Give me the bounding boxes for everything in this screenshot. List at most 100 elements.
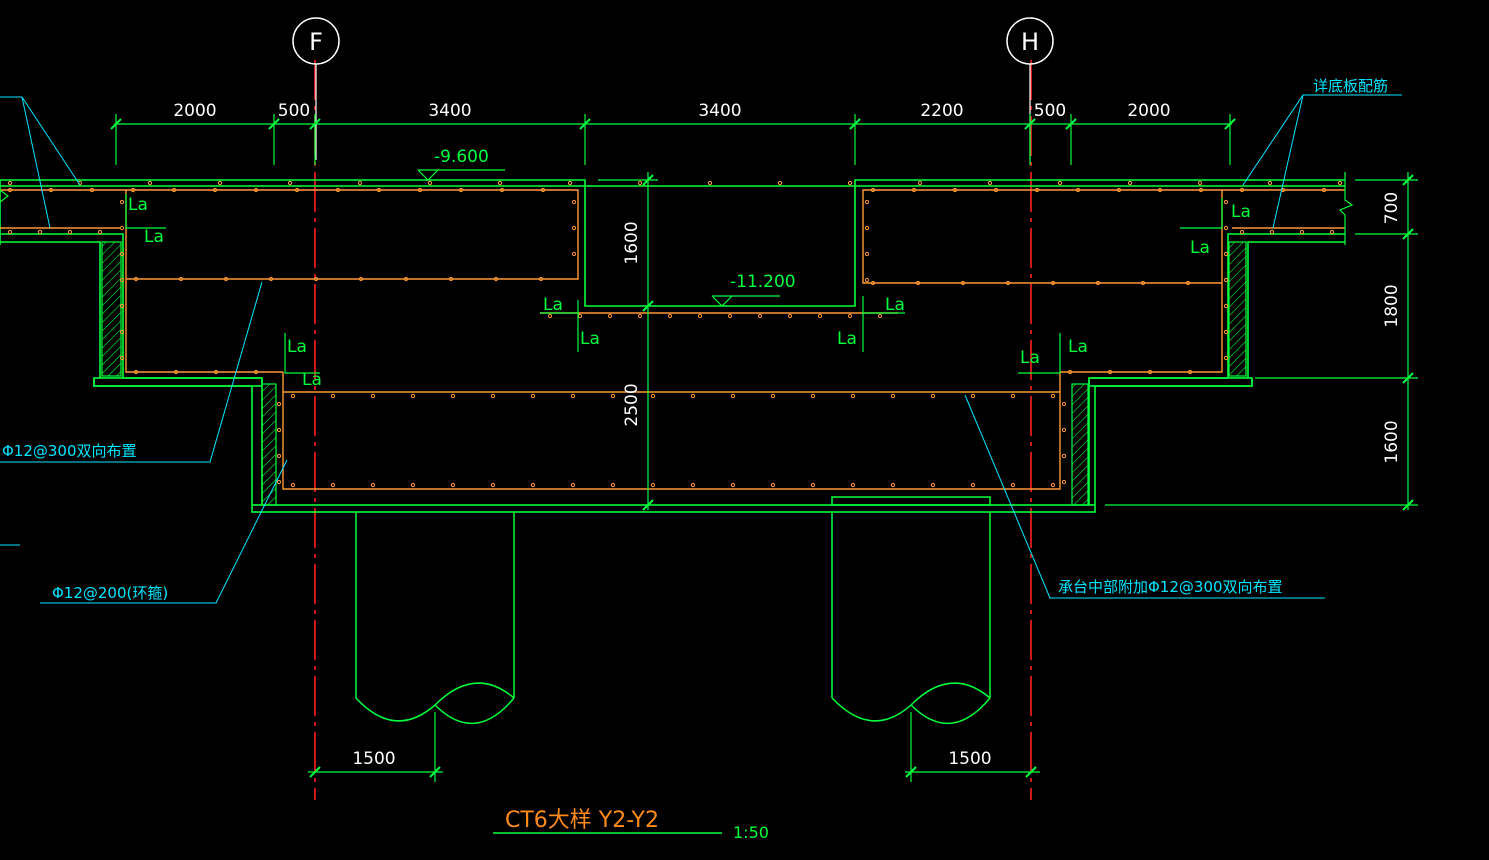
- leader-lines: [0, 94, 1402, 604]
- rebar-dot: [417, 187, 423, 193]
- rebar-dot: [253, 369, 259, 375]
- rebar-dot: [330, 393, 336, 399]
- rebar-dot: [490, 482, 496, 488]
- note-top-right: 详底板配筋: [1313, 77, 1388, 95]
- rebar-dot: [287, 180, 293, 186]
- la-label: La: [287, 337, 307, 357]
- elevation-top: -9.600: [434, 147, 489, 167]
- rebar-dot: [877, 313, 883, 319]
- rebar-dot: [1107, 369, 1113, 375]
- rebar-dot: [37, 229, 43, 235]
- rebar-dot: [1061, 401, 1067, 407]
- rebar-dot: [570, 482, 576, 488]
- rebar-dot: [119, 303, 125, 309]
- rebar-dot: [847, 180, 853, 186]
- rebar-dot: [178, 276, 184, 282]
- dim-text: 500: [278, 101, 310, 121]
- rebar-dot: [1057, 180, 1063, 186]
- rebar-dot: [890, 482, 896, 488]
- rebar-dot: [458, 187, 464, 193]
- rebar-dot: [48, 187, 54, 193]
- la-marks: [125, 194, 1223, 374]
- rebar-dot: [1223, 303, 1229, 309]
- rebar-dot: [1223, 199, 1229, 205]
- rebar-dot: [290, 393, 296, 399]
- rebar-lines: [0, 189, 1345, 490]
- drawing-title: CT6大样 Y2-Y2: [505, 808, 659, 833]
- rebar-dot: [119, 355, 125, 361]
- rebar-dot: [571, 251, 577, 257]
- dim-text: 3400: [698, 101, 741, 121]
- right-dimension-chain: [0, 172, 1418, 511]
- la-label: La: [144, 227, 164, 247]
- rebar-dot: [1075, 187, 1081, 193]
- right-dimension-texts: 700 1800 1600: [1382, 192, 1402, 464]
- axis-label-f: F: [309, 28, 323, 56]
- rebar-dot: [119, 251, 125, 257]
- rebar-dot: [133, 369, 139, 375]
- rebar-dot: [1061, 453, 1067, 459]
- rebar-dot: [530, 393, 536, 399]
- rebar-dot: [1223, 225, 1229, 231]
- rebar-dot: [864, 251, 870, 257]
- rebar-dot: [370, 482, 376, 488]
- drawing-scale: 1:50: [733, 823, 769, 842]
- rebar-dot: [97, 229, 103, 235]
- dim-text: 700: [1382, 192, 1402, 224]
- rebar-dot: [847, 313, 853, 319]
- rebar-dot: [1223, 329, 1229, 335]
- note-left-bottom: Φ12@200(环箍): [52, 584, 168, 602]
- rebar-dot: [212, 187, 218, 193]
- rebar-dot: [817, 313, 823, 319]
- elevation-pit: -11.200: [730, 272, 796, 292]
- rebar-dot: [493, 276, 499, 282]
- dim-text: 500: [1034, 101, 1066, 121]
- rebar-dot: [335, 187, 341, 193]
- rebar-dot: [787, 313, 793, 319]
- dim-text: 2000: [173, 101, 216, 121]
- rebar-dot: [1140, 280, 1146, 286]
- rebar-dot: [952, 187, 958, 193]
- rebar-dot: [610, 393, 616, 399]
- rebar-dot: [1337, 180, 1343, 186]
- rebar-dot: [1267, 180, 1273, 186]
- concrete-outline: [0, 179, 1345, 513]
- cap-height-dim: 2500: [622, 383, 642, 426]
- dim-text: 1800: [1382, 284, 1402, 327]
- la-label: La: [1190, 238, 1210, 258]
- rebar-dot: [870, 280, 876, 286]
- rebar-dots: [7, 180, 1343, 488]
- rebar-dot: [970, 393, 976, 399]
- dim-text: 2000: [1127, 101, 1170, 121]
- rebar-dot: [410, 393, 416, 399]
- rebar-dot: [915, 280, 921, 286]
- rebar-dot: [1050, 482, 1056, 488]
- inner-dimensions: [598, 172, 658, 511]
- rebar-dot: [864, 199, 870, 205]
- rebar-dot: [540, 187, 546, 193]
- rebar-dot: [1034, 187, 1040, 193]
- rebar-dot: [1010, 482, 1016, 488]
- rebar-dot: [1185, 280, 1191, 286]
- rebar-dot: [1095, 280, 1101, 286]
- rebar-dot: [130, 187, 136, 193]
- hatched-walls: [101, 241, 1247, 506]
- rebar-dot: [970, 482, 976, 488]
- rebar-dot: [930, 393, 936, 399]
- rebar-dot: [1005, 280, 1011, 286]
- rebar-dot: [637, 180, 643, 186]
- rebar-dot: [864, 225, 870, 231]
- rebar-dot: [133, 276, 139, 282]
- dim-text: 3400: [428, 101, 471, 121]
- rebar-dot: [1223, 355, 1229, 361]
- pit-depth-dim: 1600: [622, 221, 642, 264]
- rebar-dot: [370, 393, 376, 399]
- rebar-dot: [571, 199, 577, 205]
- rebar-dot: [1198, 187, 1204, 193]
- la-label: La: [128, 195, 148, 215]
- rebar-dot: [119, 277, 125, 283]
- rebar-dot: [777, 180, 783, 186]
- rebar-dot: [499, 187, 505, 193]
- axis-label-h: H: [1021, 28, 1039, 56]
